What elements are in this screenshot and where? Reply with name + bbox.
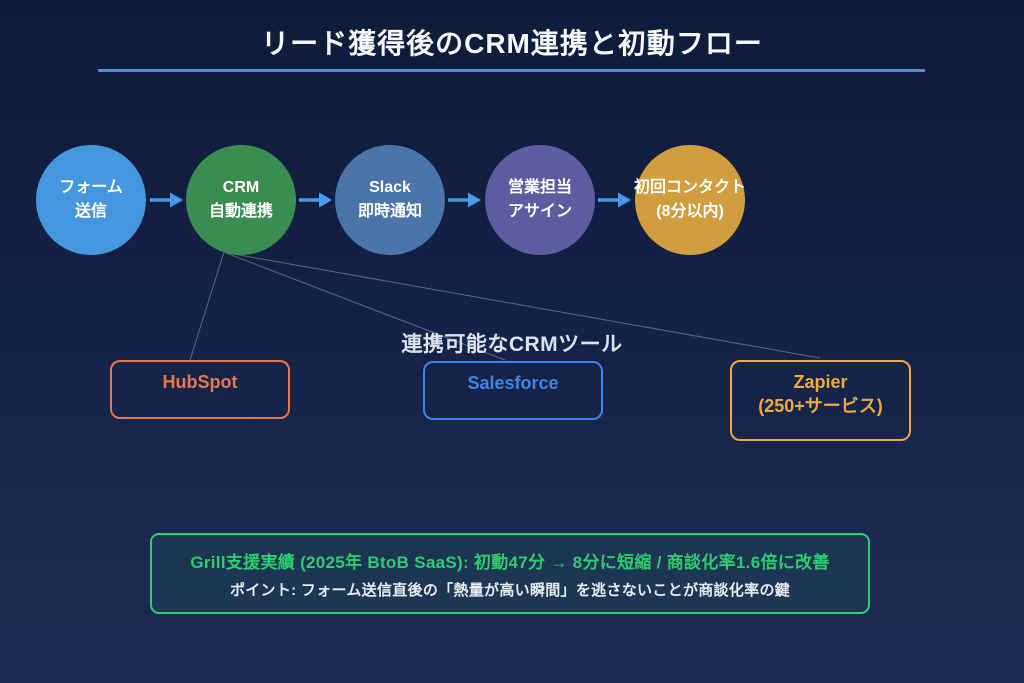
flow-step-label: 自動連携 <box>208 203 273 220</box>
tool-box-zapier: Zapier (250+サービス) <box>730 360 911 441</box>
flow-step-label: 送信 <box>74 203 107 220</box>
flow-step-slack-notify: Slack 即時通知 <box>335 145 445 255</box>
tool-label: HubSpot <box>162 372 238 392</box>
flow-step-label: 初回コンタクト <box>634 179 747 196</box>
title-underline <box>98 69 925 72</box>
tool-label: Zapier <box>793 372 848 392</box>
results-metrics-text: Grill支援実績 (2025年 BtoB SaaS): 初動47分 → 8分に… <box>190 552 830 572</box>
flow-step-label: Slack <box>369 179 411 196</box>
flow-step-sales-assign: 営業担当 アサイン <box>485 145 595 255</box>
flow-step-label: 即時通知 <box>357 203 422 220</box>
tool-label: Salesforce <box>467 373 559 393</box>
flow-step-label: (8分以内) <box>656 203 724 220</box>
results-point-text: ポイント: フォーム送信直後の「熱量が高い瞬間」を逃さないことが商談化率の鍵 <box>229 581 791 599</box>
results-callout: Grill支援実績 (2025年 BtoB SaaS): 初動47分 → 8分に… <box>150 533 870 614</box>
tool-sublabel: (250+サービス) <box>758 396 883 417</box>
flow-step-label: CRM <box>222 179 260 196</box>
flow-step-label: 営業担当 <box>507 179 572 196</box>
tool-box-hubspot: HubSpot <box>110 360 290 419</box>
flow-step-crm-sync: CRM 自動連携 <box>186 145 296 255</box>
flow-step-label: アサイン <box>507 203 572 220</box>
flow-step-first-contact: 初回コンタクト (8分以内) <box>634 145 747 255</box>
tool-box-salesforce: Salesforce <box>423 361 603 420</box>
page-title: リード獲得後のCRM連携と初動フロー <box>261 28 763 59</box>
flow-step-form-submit: フォーム 送信 <box>36 145 146 255</box>
flow-step-label: フォーム <box>59 179 123 196</box>
tools-section-heading: 連携可能なCRMツール <box>401 333 623 356</box>
